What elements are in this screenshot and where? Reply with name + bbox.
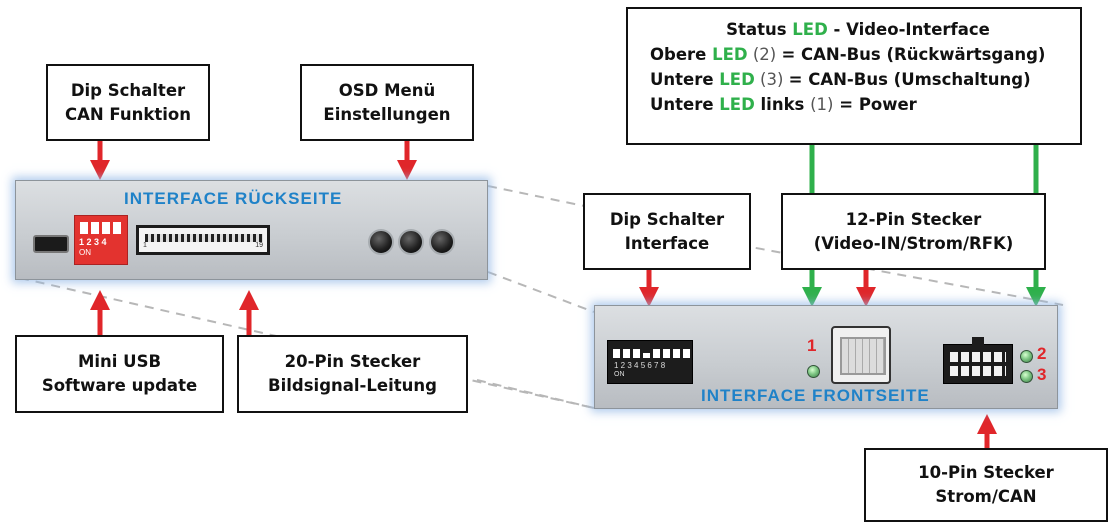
- back-panel-label: INTERFACE RÜCKSEITE: [124, 189, 343, 208]
- led-3-label: 3: [1037, 365, 1047, 384]
- connector-20pin: 1 19: [136, 225, 270, 255]
- led-1-label: 1: [807, 336, 817, 355]
- dip-numbers-front: 1 2 3 4 5 6 7 8: [614, 361, 666, 370]
- legend-line-power-led: Untere LED links (1) = Power: [650, 95, 917, 114]
- conn-mark-19: 19: [255, 242, 263, 249]
- mini-usb-port: [33, 235, 69, 253]
- callout-12pin: 12-Pin Stecker(Video-IN/Strom/RFK): [781, 193, 1046, 270]
- osd-button-3: [429, 229, 455, 255]
- status-led-legend: Status LED - Video-Interface Obere LED (…: [626, 7, 1082, 145]
- legend-line-upper-led: Obere LED (2) = CAN-Bus (Rückwärtsgang): [650, 45, 1046, 64]
- osd-button-1: [368, 229, 394, 255]
- dip-switch-can: 1 2 3 4 ON: [74, 215, 128, 265]
- led-lower: [1020, 370, 1033, 383]
- interface-front-panel: 1 2 3 4 5 6 7 8 ON 1 2 3 INTERFACE FRONT…: [594, 305, 1058, 409]
- led-power: [807, 365, 820, 378]
- led-2-label: 2: [1037, 344, 1047, 363]
- dip-on-front: ON: [614, 371, 625, 378]
- front-panel-label: INTERFACE FRONTSEITE: [701, 386, 930, 405]
- dip-switch-interface: 1 2 3 4 5 6 7 8 ON: [607, 340, 693, 384]
- conn-mark-1: 1: [143, 242, 147, 249]
- legend-line-lower-led: Untere LED (3) = CAN-Bus (Umschaltung): [650, 70, 1031, 89]
- led-upper: [1020, 350, 1033, 363]
- status-led-title: Status LED - Video-Interface: [726, 20, 990, 39]
- connector-12pin: [831, 326, 891, 384]
- osd-button-2: [398, 229, 424, 255]
- dip-on-label: ON: [79, 248, 91, 257]
- interface-back-panel: INTERFACE RÜCKSEITE 1 2 3 4 ON 1 19: [15, 180, 488, 280]
- dip-numbers: 1 2 3 4: [79, 237, 107, 247]
- connector-10pin: [943, 337, 1013, 384]
